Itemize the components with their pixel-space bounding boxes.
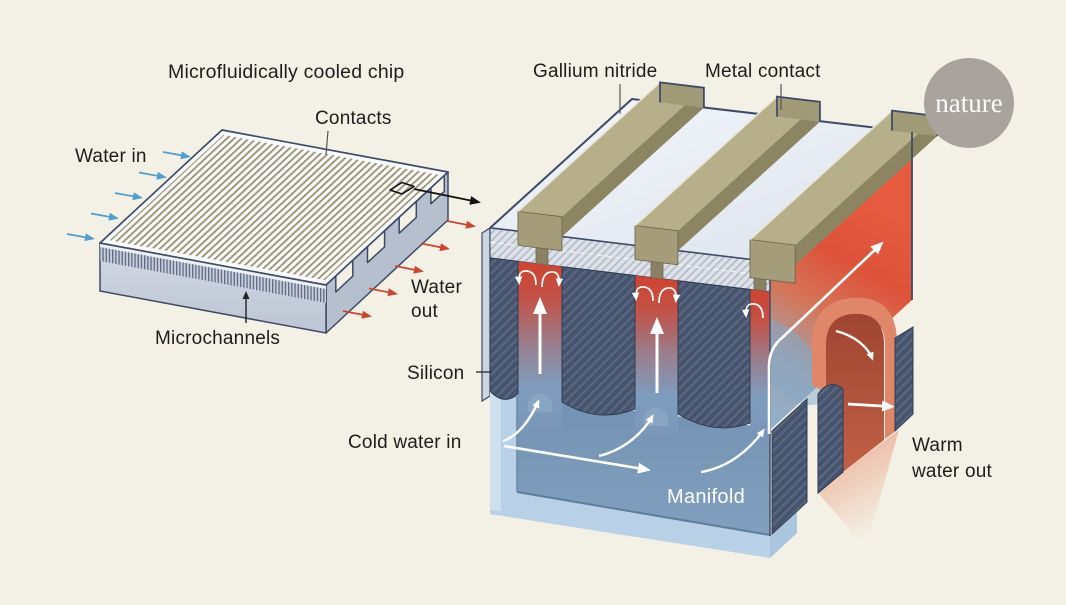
label-warm-water-out: Warm [912,435,963,456]
detail-callout-arrow-icon [413,188,481,205]
label-warm-water-out: water out [911,461,992,482]
water-out-arrow [420,242,450,252]
label-water-in: Water in [75,146,147,167]
label-contacts: Contacts [315,108,392,129]
cooled-chip-detail [476,81,939,558]
water-in-arrows [66,151,191,242]
manifold-swoop-arrow [502,399,540,443]
label-silicon: Silicon [407,363,464,384]
coolant-channel [750,289,770,433]
outlet-turn-arrow [835,329,874,361]
water-in-arrow [162,151,191,160]
chip-front-highlight [100,243,326,290]
label-metal-contact: Metal contact [705,61,821,82]
water-out-arrows [342,220,476,319]
manifold-shell-highlight [490,391,501,512]
leader-contacts [325,130,329,156]
water-in-arrow [114,192,143,201]
curl-arrow [741,303,764,319]
label-water-out: out [411,301,439,322]
water-out-arrow [446,220,476,229]
outlet-arch-rim [812,297,897,439]
water-out-arrow [394,265,424,274]
detail-callout-box [389,181,415,195]
cube-left-face [481,226,491,403]
flow-arrows [502,241,895,474]
water-in-arrow [90,212,119,221]
curl-arrow [658,287,681,304]
curl-arrow [631,286,654,302]
silicon-fins [489,257,751,429]
metal-contact-bar [517,81,705,252]
curl-arrow [514,270,537,286]
silicon-fin [561,266,636,416]
silicon-fin-corner [771,397,808,536]
label-microchannels: Microchannels [155,328,280,349]
manifold-shell-right [770,512,797,558]
warm-out-arrow [847,400,895,412]
water-out-arrow [368,287,398,297]
page-title: Microfluidically cooled chip [168,61,404,83]
water-in-arrow [138,171,167,180]
manifold-shell [490,391,770,558]
label-water-out: Water [411,277,462,298]
water-in-arrow [66,233,95,242]
metal-contact-bars [517,81,939,284]
label-cold-water-in: Cold water in [348,432,461,453]
metal-contact-bar [634,95,821,266]
manifold-bottom-edge [516,491,771,536]
silicon-fin [677,280,751,429]
outlet-rise-arrow [767,241,884,434]
silicon-fin [489,257,519,400]
label-gallium-nitride: Gallium nitride [533,61,657,82]
curl-arrow [541,271,564,288]
outlet-floor [818,430,899,548]
label-manifold: Manifold [667,486,745,508]
water-out-arrow [342,310,372,319]
nature-badge: nature [924,58,1014,148]
nature-badge-circle [924,58,1014,148]
silicon-fin-outer-right [894,326,914,433]
nature-badge-text: nature [935,88,1002,118]
metal-contact-bar [749,109,939,284]
cold-water-main-arrow [503,444,651,474]
manifold-swoop-arrow [598,414,654,458]
silicon-fin-outer-thin [817,384,844,495]
manifold-swoop-arrow [700,428,765,474]
